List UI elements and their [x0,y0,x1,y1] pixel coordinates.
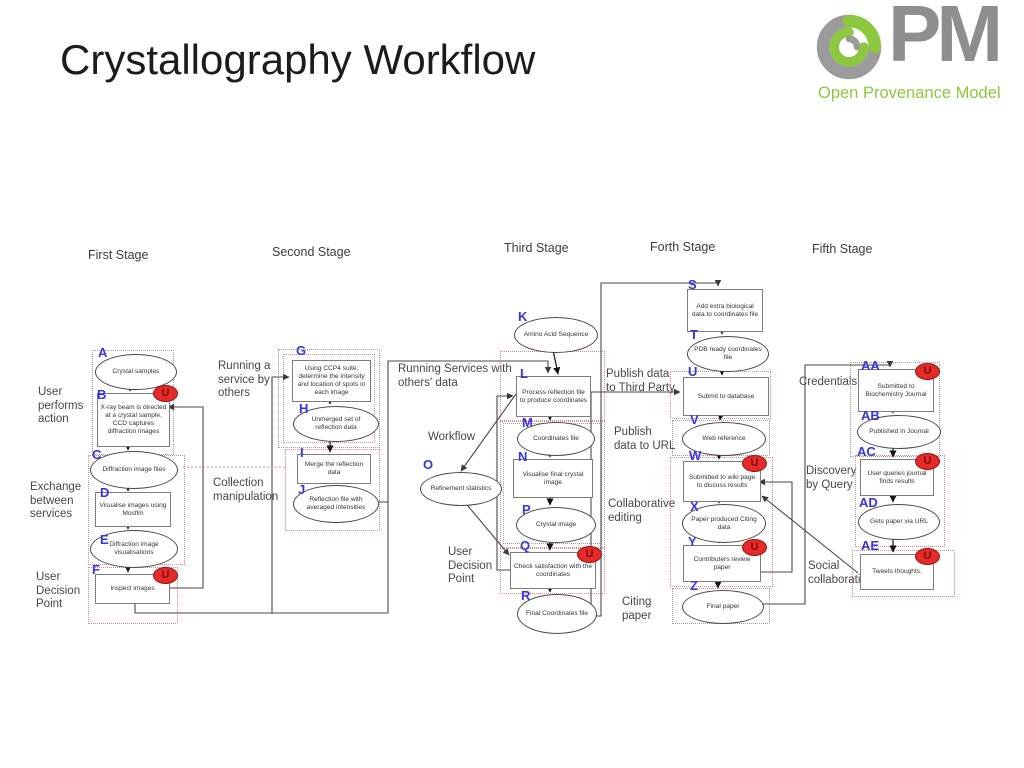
badge-U-node-AE: U [915,548,940,565]
stage-header-forth: Forth Stage [650,240,716,254]
node-A-crystal-samples: Crystal samples [95,354,177,390]
letter-V: V [690,412,699,427]
letter-AD: AD [859,495,878,510]
node-L-process-reflection: Process reflection file to produce coord… [516,376,591,417]
stage-header-third: Third Stage [504,241,569,255]
letter-AE: AE [861,538,880,553]
node-N-visualise-final: Visualise final crystal image [513,459,593,498]
page-title: Crystallography Workflow [60,36,536,83]
letter-Q: Q [520,538,531,553]
opm-swirl-icon [816,14,882,80]
letter-N: N [518,449,528,464]
badge-U-node-Q: U [577,546,602,563]
letter-G: G [296,343,307,358]
node-J-reflection-file: Reflection file with averaged intensitie… [293,485,379,523]
letter-S: S [688,277,697,292]
label-collaborative-editing: Collaborative editing [608,498,676,524]
node-P-crystal-image: Crystal image [516,507,596,543]
badge-U-node-F: U [153,567,178,584]
label-user-decision-point-1: User Decision Point [36,571,81,611]
node-H-unmerged-set: Unmerged set of reflection data [293,406,379,442]
letter-D: D [100,485,110,500]
node-E-diffraction-visualisations: Diffraction image visualisations [90,530,178,568]
node-AD-gets-paper: Gets paper via URL [858,504,940,540]
label-publish-data-to-third-party: Publish data to Third Party [606,368,675,394]
label-running-services-with-others-data: Running Services with others' data [398,363,512,389]
stage-header-fifth: Fifth Stage [812,242,873,256]
label-discovery-by-query: Discovery by Query [806,465,857,491]
opm-logo: PM Open Provenance Model [812,0,1012,108]
stage-header-second: Second Stage [272,245,351,259]
node-S-add-bio-data: Add extra biological data to coordinates… [687,289,763,332]
group-box-social [852,550,955,597]
node-AB-published-journal: Published in Journal [857,415,941,449]
label-user-performs-action: User performs action [38,386,84,426]
badge-U-node-W: U [742,455,767,472]
label-credentials: Credentials [799,376,858,388]
letter-AC: AC [857,444,876,459]
letter-U: U [688,364,698,379]
letter-Z: Z [690,578,698,593]
group-box-discovery [855,455,945,547]
letter-I: I [300,445,304,460]
letter-AA: AA [861,358,880,373]
node-K-amino-acid: Amino Acid Sequence [514,317,598,353]
letter-W: W [689,448,702,463]
node-O-refinement-stats: Refinement statistics [420,472,502,506]
opm-logo-letters: PM [888,0,1003,78]
letter-C: C [92,447,102,462]
node-M-coordinates-file: Coordinates file [517,422,595,456]
node-C-diffraction-files: Diffraction image files [90,451,178,489]
node-V-web-reference: Web reference [682,422,766,456]
letter-M: M [522,415,533,430]
node-I-merge-reflection: Merge the reflection data [297,454,371,484]
node-B-xray-beam: X-ray beam is directed at a crystal samp… [97,393,170,447]
letter-J: J [298,482,306,497]
letter-AB: AB [861,408,880,423]
node-G-ccp4-suite: Using CCP4 suite, determine the intensit… [292,360,371,402]
letter-B: B [97,387,107,402]
opm-logo-subtitle: Open Provenance Model [818,84,1001,102]
badge-U-node-B: U [153,385,178,402]
node-R-final-coordinates: Final Coordinates file [517,594,597,634]
group-box-service-inner [283,354,375,443]
letter-L: L [520,366,528,381]
node-T-pdb-ready: PDB ready coordinates file [687,336,769,372]
node-U-submit-database: Submit to database [683,377,769,416]
letter-K: K [518,309,528,324]
letter-Y: Y [688,534,697,549]
letter-E: E [100,532,109,547]
label-workflow: Workflow [428,431,476,443]
letter-A: A [98,345,108,360]
label-citing-paper: Citing paper [622,596,652,622]
label-user-decision-point-2: User Decision Point [448,546,493,586]
stage-header-first: First Stage [88,248,149,262]
badge-U-node-Y: U [742,539,767,556]
letter-H: H [299,401,309,416]
badge-U-node-AA: U [915,363,940,380]
letter-X: X [690,499,699,514]
label-collection-manipulation: Collection manipulation [213,477,279,503]
badge-U-node-AC: U [915,453,940,470]
label-exchange-between-services: Exchange between services [30,481,82,521]
label-social-collaboration: Social collaboration [808,560,874,586]
label-running-a-service-by-others: Running a service by others [218,360,271,400]
node-X-paper-produced: Paper produced Citing data [682,504,766,543]
node-D-visualise-mosflm: Visualise images using Mosflm [95,492,171,527]
letter-O: O [423,457,434,472]
letter-F: F [92,562,100,577]
letter-P: P [522,502,531,517]
node-Z-final-paper: Final paper [682,590,764,624]
letter-R: R [521,588,531,603]
letter-T: T [690,327,698,342]
label-publish-data-to-url: Publish data to URL [614,426,676,452]
